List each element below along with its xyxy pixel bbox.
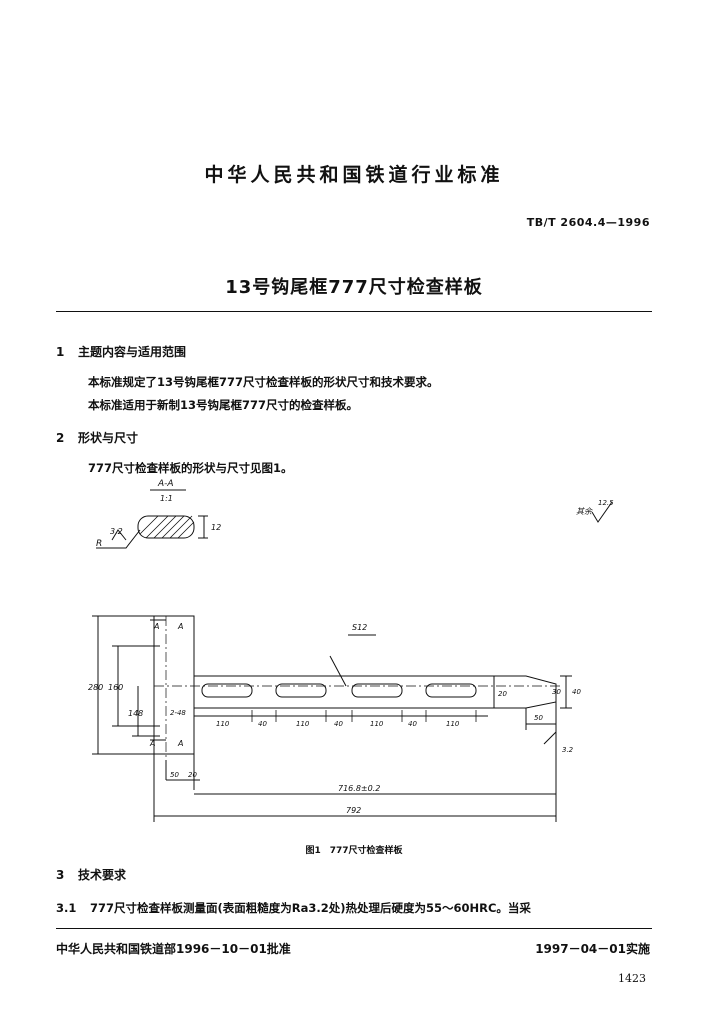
section-3-paragraph-1: 3.1 777尺寸检查样板测量面(表面粗糙度为Ra3.2处)热处理后硬度为55～6… (56, 900, 531, 916)
dim-792: 792 (346, 806, 361, 815)
dim-40-3: 40 (408, 720, 417, 728)
dim-716: 716.8±0.2 (338, 784, 380, 793)
page-number: 1423 (618, 972, 646, 985)
section-hatching (139, 515, 195, 539)
dim-110-4: 110 (446, 720, 460, 728)
dim-a-bottom-2: A (177, 739, 183, 748)
section-2-heading: 2 形状与尺寸 (56, 429, 138, 446)
section-2-paragraph-1: 777尺寸检查样板的形状与尺寸见图1。 (88, 461, 293, 475)
dim-160: 160 (108, 683, 123, 692)
section-3-heading: 3 技术要求 (56, 866, 126, 883)
dim-30: 30 (552, 688, 561, 696)
section-3-number: 3 (56, 868, 65, 882)
template-bar (194, 675, 557, 709)
footer-rule (56, 928, 652, 929)
dim-a-top-1: A (153, 622, 159, 631)
dim-110-2: 110 (296, 720, 310, 728)
dim-40-1: 40 (258, 720, 267, 728)
dim-50-left: 50 (170, 771, 179, 779)
roughness-symbol-rest (591, 501, 613, 523)
dim-rest: 其余 (576, 507, 593, 516)
dim-a-bottom-1: A (149, 739, 155, 748)
implementation-date: 1997－04－01实施 (535, 942, 650, 956)
section-1-paragraph-2: 本标准适用于新制13号钩尾框777尺寸的检查样板。 (88, 398, 359, 412)
section-3-title: 技术要求 (78, 868, 127, 882)
dim-2-48: 2-48 (170, 709, 186, 717)
approval-line: 中华人民共和国铁道部1996－10－01批准 (56, 942, 291, 956)
dim-110-1: 110 (216, 720, 230, 728)
dim-148: 148 (128, 709, 143, 718)
template-head (153, 615, 195, 755)
section-1-title: 主题内容与适用范围 (78, 345, 187, 359)
dim-rest-ra: 12.5 (598, 499, 614, 507)
standard-title: 中华人民共和国铁道行业标准 (204, 164, 504, 186)
dim-280: 280 (88, 683, 103, 692)
document-title: 13号钩尾框777尺寸检查样板 (225, 277, 483, 298)
standard-code: TB/T 2604.4—1996 (526, 216, 650, 229)
section-3-1-text: 777尺寸检查样板测量面(表面粗糙度为Ra3.2处)热处理后硬度为55～60HR… (90, 901, 531, 915)
dim-a-top-2: A (177, 622, 183, 631)
dim-40-right: 40 (572, 688, 581, 696)
dim-12: 12 (211, 523, 221, 532)
dim-20: 20 (498, 690, 507, 698)
figure-1-drawing: A-A 1:1 3.2 R 12 其余 12.5 280 160 148 2-4… (88, 479, 614, 822)
section-1-paragraph-1: 本标准规定了13号钩尾框777尺寸检查样板的形状尺寸和技术要求。 (88, 375, 439, 389)
section-2-number: 2 (56, 431, 65, 445)
section-3-1-number: 3.1 (56, 901, 77, 915)
section-1-number: 1 (56, 345, 65, 359)
dim-50-right: 50 (534, 714, 543, 722)
dim-110-3: 110 (370, 720, 384, 728)
dim-3-2: 3.2 (110, 527, 123, 536)
radius-leader (96, 529, 141, 549)
figure-caption: 图1 777尺寸检查样板 (305, 846, 403, 856)
roughness-symbol-right (543, 730, 557, 745)
dim-40-2: 40 (334, 720, 343, 728)
header-rule (56, 311, 652, 312)
slots (201, 683, 477, 698)
dim-r: R (96, 539, 102, 549)
section-2-title: 形状与尺寸 (78, 431, 139, 445)
section-label: A-A (157, 479, 174, 489)
dim-3-2-right: 3.2 (562, 746, 574, 754)
s12-leader (329, 655, 347, 687)
section-1-heading: 1 主题内容与适用范围 (56, 343, 186, 360)
section-profile (137, 515, 195, 539)
dim-s12: S12 (352, 623, 367, 632)
section-scale: 1:1 (160, 494, 173, 503)
roughness-symbol-small (111, 529, 127, 541)
dim-20-left: 20 (188, 771, 197, 779)
